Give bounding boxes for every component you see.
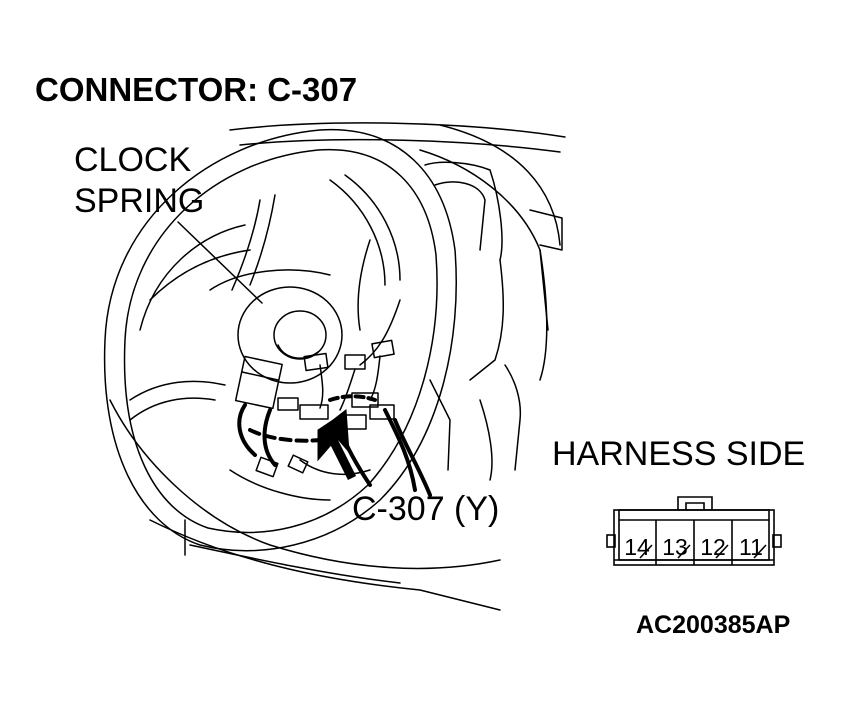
figure-id: AC200385AP <box>636 611 791 639</box>
pin-label: 14 <box>624 534 650 560</box>
connector-label: C-307 (Y) <box>352 490 500 528</box>
clock-spring <box>234 286 343 410</box>
clock-spring-label-line1: CLOCK <box>74 141 192 179</box>
connector-pin-labels: 14 13 12 11 <box>624 534 763 560</box>
diagram-title: CONNECTOR: C-307 <box>35 71 358 108</box>
dashboard-outline <box>109 122 566 611</box>
clock-spring-leader <box>177 221 263 304</box>
pointer-arrow-shaft <box>328 437 357 481</box>
pin-label: 11 <box>739 534 763 560</box>
pointer-arrow-icon <box>317 409 350 462</box>
wiring-harness <box>255 339 395 478</box>
steering-wheel-rim <box>103 128 458 552</box>
harness-side-label: HARNESS SIDE <box>552 435 806 473</box>
pin-label: 13 <box>662 534 688 560</box>
harness-side-connector <box>606 496 782 566</box>
pin-label: 12 <box>700 534 726 560</box>
